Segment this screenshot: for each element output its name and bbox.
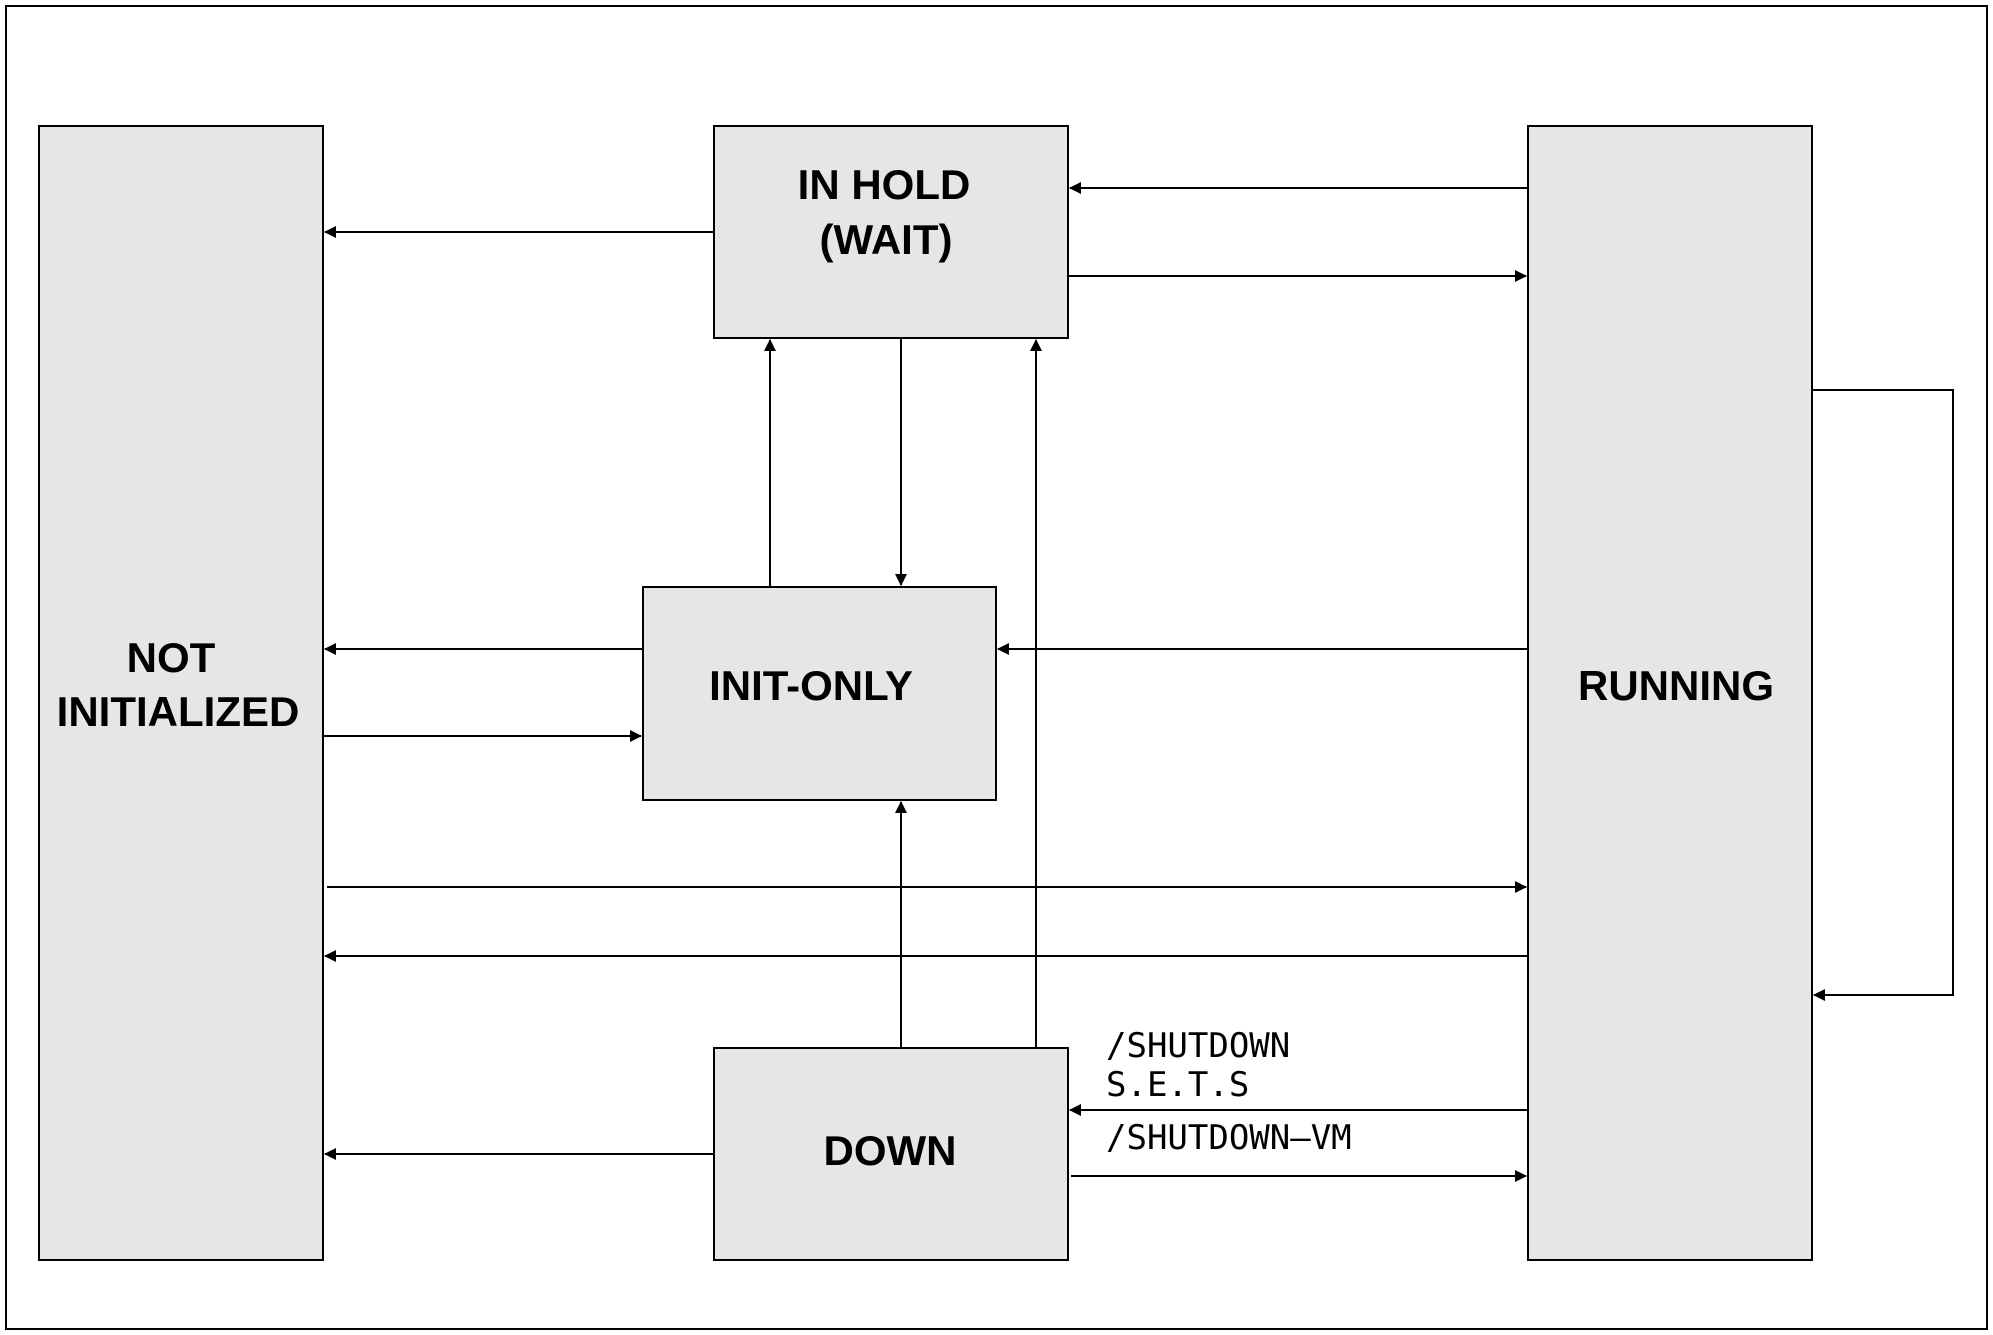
not-initialized-box (38, 125, 324, 1261)
in-hold-label-line2: (WAIT) (820, 216, 953, 263)
init-only-label: INIT-ONLY (709, 662, 913, 709)
state-down: DOWN (713, 1047, 1069, 1261)
in-hold-label-line1: IN HOLD (798, 161, 971, 208)
not-initialized-label-line1: NOT (127, 634, 216, 681)
state-running: RUNNING (1527, 125, 1813, 1261)
init-only-box (642, 586, 997, 801)
down-label: DOWN (824, 1127, 957, 1174)
in-hold-box (713, 125, 1069, 339)
state-in-hold: IN HOLD (WAIT) (713, 125, 1069, 339)
edge-label-sets: S.E.T.S (1106, 1065, 1249, 1105)
state-init-only: INIT-ONLY (642, 586, 997, 801)
running-box (1527, 125, 1813, 1261)
state-not-initialized: NOT INITIALIZED (38, 125, 324, 1261)
down-box (713, 1047, 1069, 1261)
edge-label-shutdown-vm: /SHUTDOWN–VM (1106, 1118, 1352, 1158)
running-label: RUNNING (1578, 662, 1774, 709)
not-initialized-label-line2: INITIALIZED (57, 688, 300, 735)
edge-label-shutdown: /SHUTDOWN (1106, 1026, 1290, 1066)
edge-running-self-loop (1812, 389, 1954, 1001)
